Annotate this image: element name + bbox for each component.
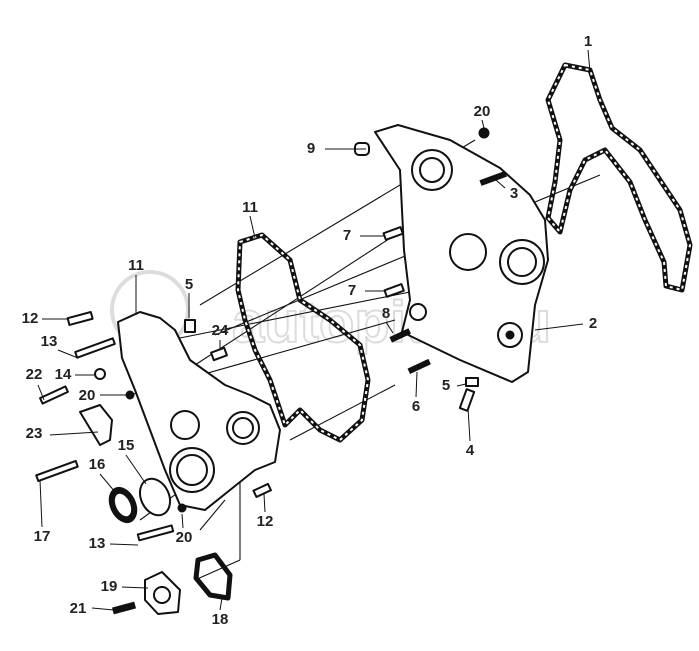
callout-11b: 11 [128, 257, 144, 274]
callout-16: 16 [89, 456, 106, 473]
callout-20c: 20 [176, 529, 193, 546]
rear-gasket-1 [545, 62, 693, 293]
callout-19: 19 [101, 578, 118, 595]
callout-labels: 1 20 9 3 11 7 7 11 5 8 2 12 24 13 14 22 … [22, 33, 598, 628]
callout-5: 5 [185, 276, 193, 293]
callout-12: 12 [22, 310, 39, 327]
bolt-12-low [252, 482, 272, 499]
bolt-12 [66, 310, 94, 326]
callout-2: 2 [589, 315, 597, 332]
dowel-5 [465, 377, 479, 387]
callout-7b: 7 [348, 282, 356, 299]
callout-13: 13 [41, 333, 58, 350]
nut-20-low [177, 503, 187, 513]
bracket-23 [79, 404, 113, 446]
washer-14 [94, 368, 106, 380]
gear-housing-2 [374, 124, 549, 383]
bolt-17 [35, 459, 79, 483]
stud-6 [407, 358, 431, 375]
callout-8: 8 [382, 305, 390, 322]
callout-15: 15 [118, 437, 135, 454]
nut-20-top [478, 127, 490, 139]
callout-5b: 5 [442, 377, 450, 394]
front-cover-11 [117, 311, 281, 511]
bolt-7b [383, 283, 405, 298]
small-parts [35, 127, 507, 615]
leader-lines [37, 49, 591, 611]
callout-22: 22 [26, 366, 43, 383]
gasket-18 [193, 552, 233, 601]
callout-18: 18 [212, 611, 229, 628]
callout-13b: 13 [89, 535, 106, 552]
dowel-5-left [184, 319, 196, 333]
bolt-13 [74, 337, 116, 359]
bolt-4 [458, 388, 476, 412]
callout-6: 6 [412, 398, 420, 415]
callout-21: 21 [70, 600, 87, 617]
callout-4: 4 [466, 442, 475, 459]
callout-9: 9 [307, 140, 315, 157]
callout-12b: 12 [257, 513, 274, 530]
callout-1: 1 [584, 33, 592, 50]
callout-17: 17 [34, 528, 51, 545]
o-ring-15 [138, 477, 172, 517]
bolt-21 [111, 601, 137, 615]
nut-20 [125, 390, 135, 400]
bolt-24 [210, 346, 228, 362]
stud-3 [479, 171, 507, 186]
callout-23: 23 [26, 425, 43, 442]
callout-24: 24 [212, 322, 229, 339]
callout-11: 11 [242, 199, 258, 216]
bolt-13-low [136, 524, 175, 542]
callout-3: 3 [510, 185, 518, 202]
gasket-11 [235, 232, 371, 443]
callout-14: 14 [55, 366, 72, 383]
callout-20: 20 [474, 103, 491, 120]
bolt-22 [39, 385, 69, 405]
stud-8 [389, 328, 411, 343]
callout-7: 7 [343, 227, 351, 244]
callout-20b: 20 [79, 387, 96, 404]
bolt-7a [382, 226, 404, 241]
